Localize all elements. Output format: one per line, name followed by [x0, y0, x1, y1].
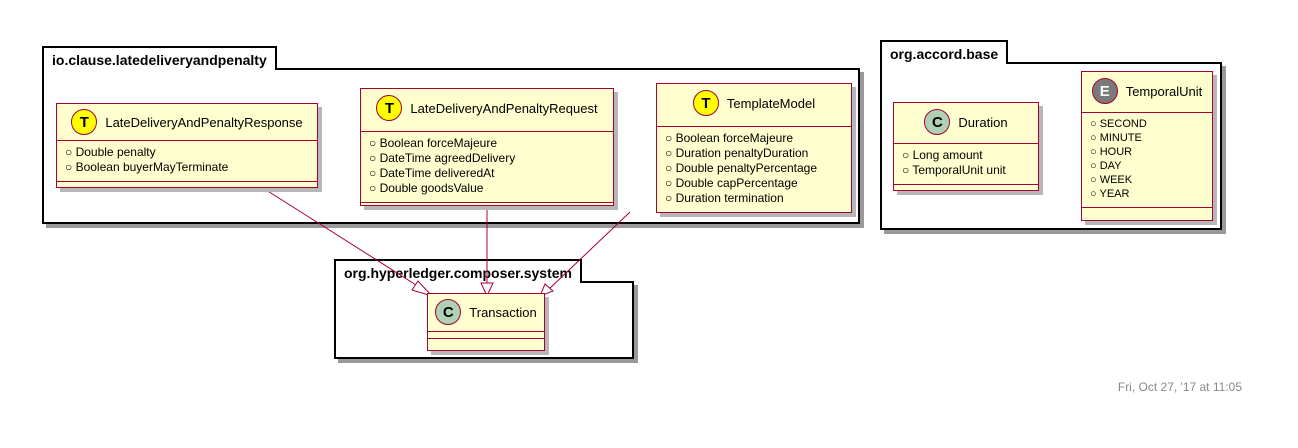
class-header: T LateDeliveryAndPenaltyResponse — [57, 104, 317, 141]
attribute: ○ Duration penaltyDuration — [665, 146, 809, 160]
attribute: ○ Double goodsValue — [369, 181, 484, 195]
class-name: Duration — [958, 114, 1008, 130]
class-late-delivery-and-penalty-response[interactable]: T LateDeliveryAndPenaltyResponse ○ Doubl… — [56, 103, 318, 188]
attribute: ○ Double capPercentage — [665, 176, 798, 190]
class-name: Transaction — [469, 304, 537, 320]
operation-list — [428, 339, 544, 347]
attribute: ○ Long amount — [902, 148, 983, 162]
class-name: TemplateModel — [726, 95, 816, 111]
package-name: io.clause.latedeliveryandpenalty — [42, 46, 277, 70]
class-name: LateDeliveryAndPenaltyResponse — [105, 114, 303, 130]
class-header: C Duration — [894, 103, 1038, 144]
attribute-list: ○ Double penalty ○ Boolean buyerMayTermi… — [57, 141, 317, 182]
attribute: ○ Boolean forceMajeure — [369, 136, 497, 150]
class-template-model[interactable]: T TemplateModel ○ Boolean forceMajeure ○… — [656, 83, 852, 213]
attribute: ○ DateTime agreedDelivery — [369, 151, 516, 165]
class-duration[interactable]: C Duration ○ Long amount ○ TemporalUnit … — [893, 102, 1039, 191]
attribute-list — [428, 332, 544, 339]
stereotype-c-icon: C — [435, 299, 462, 325]
operation-list — [894, 185, 1038, 193]
operation-list — [361, 203, 613, 211]
class-late-delivery-and-penalty-request[interactable]: T LateDeliveryAndPenaltyRequest ○ Boolea… — [360, 88, 614, 206]
render-timestamp: Fri, Oct 27, '17 at 11:05 — [1117, 380, 1242, 394]
enum-value: ○ DAY — [1090, 160, 1122, 172]
stereotype-t-icon: T — [71, 109, 98, 135]
package-name: org.accord.base — [880, 40, 1009, 64]
attribute: ○ Duration termination — [665, 191, 784, 205]
attribute: ○ Double penaltyPercentage — [665, 161, 818, 175]
class-transaction[interactable]: C Transaction — [427, 293, 545, 351]
class-header: T TemplateModel — [657, 84, 851, 127]
attribute: ○ DateTime deliveredAt — [369, 166, 495, 180]
attribute: ○ Boolean buyerMayTerminate — [65, 160, 229, 174]
attribute: ○ Boolean forceMajeure — [665, 131, 793, 145]
attribute-list: ○ Long amount ○ TemporalUnit unit — [894, 144, 1038, 185]
stereotype-e-icon: E — [1091, 78, 1118, 104]
operation-list — [657, 213, 851, 221]
stereotype-t-icon: T — [692, 90, 719, 116]
attribute: ○ TemporalUnit unit — [902, 163, 1006, 177]
class-header: T LateDeliveryAndPenaltyRequest — [361, 89, 613, 132]
class-header: E TemporalUnit — [1082, 72, 1212, 113]
class-name: LateDeliveryAndPenaltyRequest — [410, 100, 598, 116]
stereotype-c-icon: C — [924, 109, 951, 135]
class-header: C Transaction — [428, 294, 544, 332]
enum-value: ○ YEAR — [1090, 188, 1130, 200]
enum-value: ○ SECOND — [1090, 118, 1147, 130]
stereotype-t-icon: T — [376, 95, 403, 121]
attribute-list: ○ Boolean forceMajeure ○ DateTime agreed… — [361, 132, 613, 203]
operation-list — [57, 182, 317, 190]
enum-value: ○ HOUR — [1090, 146, 1133, 158]
operation-list — [1082, 208, 1212, 216]
class-name: TemporalUnit — [1125, 83, 1203, 99]
package-name: org.hyperledger.composer.system — [334, 259, 582, 283]
enum-value: ○ MINUTE — [1090, 132, 1142, 144]
enum-value: ○ WEEK — [1090, 174, 1133, 186]
attribute-list: ○ Boolean forceMajeure ○ Duration penalt… — [657, 127, 851, 213]
enum-temporal-unit[interactable]: E TemporalUnit ○ SECOND ○ MINUTE ○ HOUR … — [1081, 71, 1213, 221]
attribute: ○ Double penalty — [65, 145, 156, 159]
attribute-list: ○ SECOND ○ MINUTE ○ HOUR ○ DAY ○ WEEK ○ … — [1082, 113, 1212, 208]
